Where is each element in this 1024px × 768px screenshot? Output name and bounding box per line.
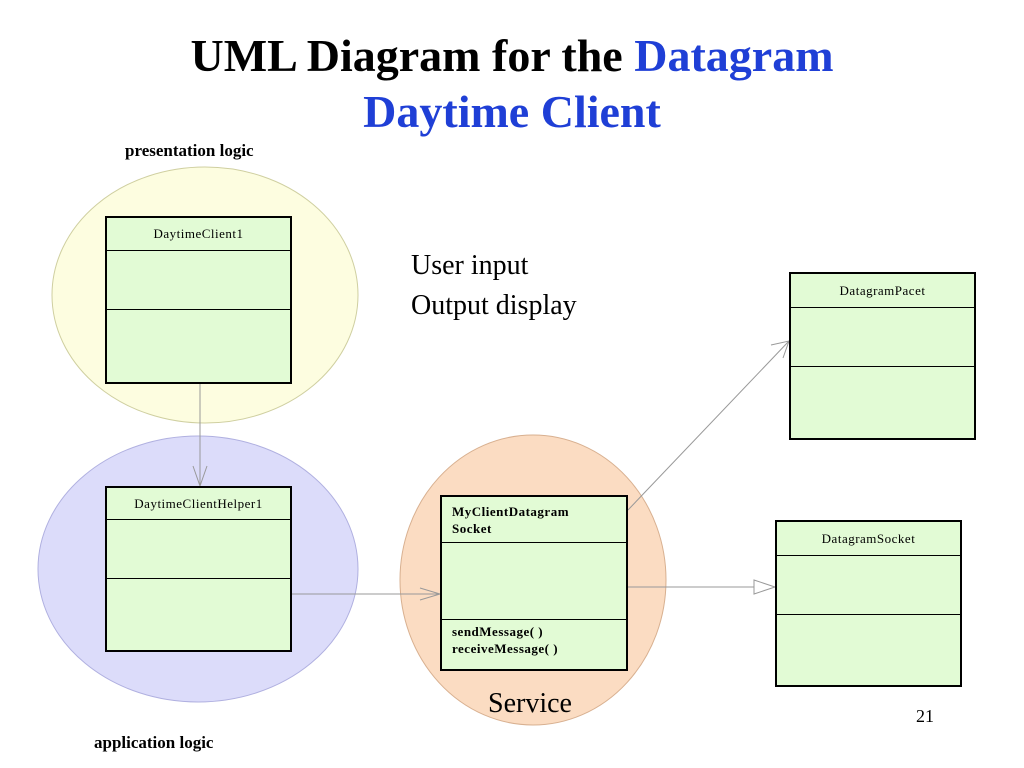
class-operations bbox=[791, 367, 974, 438]
class-operations: sendMessage( ) receiveMessage( ) bbox=[442, 620, 626, 669]
class-name: MyClientDatagram Socket bbox=[442, 497, 626, 543]
application-logic-label: application logic bbox=[94, 733, 214, 752]
class-name: DaytimeClientHelper1 bbox=[107, 488, 290, 520]
class-name-line-2: Socket bbox=[452, 520, 492, 536]
title-line-2: Daytime Client bbox=[363, 86, 661, 137]
title-part-1: UML Diagram for the bbox=[190, 30, 635, 81]
class-my-client-datagram-socket: MyClientDatagram Socket sendMessage( ) r… bbox=[440, 495, 628, 671]
class-operations bbox=[107, 579, 290, 650]
user-input-label: User input bbox=[411, 250, 529, 281]
class-attributes bbox=[107, 520, 290, 579]
class-attributes bbox=[791, 308, 974, 367]
class-datagram-socket: DatagramSocket bbox=[775, 520, 962, 687]
class-datagram-packet: DatagramPacet bbox=[789, 272, 976, 440]
class-daytime-client-helper: DaytimeClientHelper1 bbox=[105, 486, 292, 652]
class-attributes bbox=[777, 556, 960, 615]
operation-send-message: sendMessage( ) bbox=[452, 624, 544, 639]
class-operations bbox=[107, 310, 290, 382]
class-operations bbox=[777, 615, 960, 685]
class-name: DaytimeClient1 bbox=[107, 218, 290, 251]
class-name: DatagramPacet bbox=[791, 274, 974, 308]
output-display-label: Output display bbox=[411, 290, 577, 321]
arrow-socket-client-to-packet bbox=[627, 340, 790, 511]
class-daytime-client: DaytimeClient1 bbox=[105, 216, 292, 384]
class-attributes bbox=[107, 251, 290, 310]
class-attributes bbox=[442, 543, 626, 620]
page-title: UML Diagram for the Datagram Daytime Cli… bbox=[0, 28, 1024, 140]
presentation-logic-label: presentation logic bbox=[125, 141, 254, 160]
page-number: 21 bbox=[916, 706, 934, 726]
operation-receive-message: receiveMessage( ) bbox=[452, 641, 559, 656]
title-part-2: Datagram bbox=[634, 30, 834, 81]
class-name-line-1: MyClientDatagram bbox=[452, 503, 570, 519]
arrow-socket-client-to-datagram-socket bbox=[628, 579, 777, 595]
service-label: Service bbox=[488, 688, 572, 719]
class-name: DatagramSocket bbox=[777, 522, 960, 556]
